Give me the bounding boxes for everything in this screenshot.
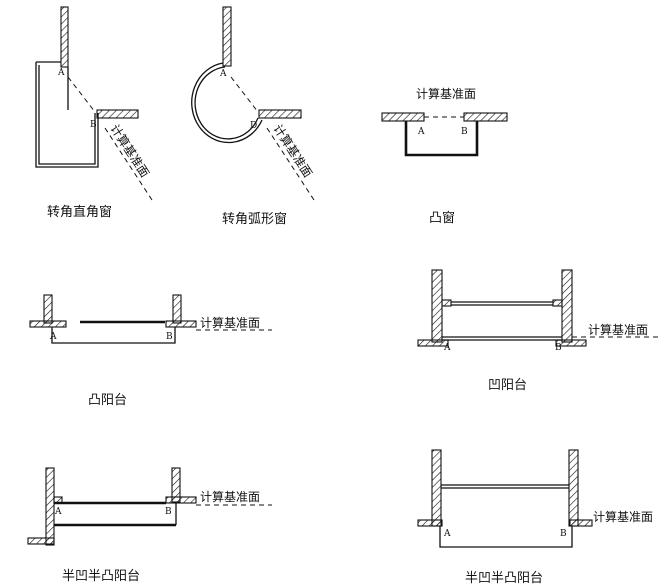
semi-recessed-balcony-right-diagram: 计算基准面 A B 半凹半凸阳台 [417,449,653,586]
window-outline [35,61,99,168]
protruding-balcony-diagram: 计算基准面 A B 凸阳台 [29,294,272,408]
arc-window-outer [191,62,263,144]
window-outline [404,121,479,157]
wall-vertical [222,6,232,67]
point-a-label: A [443,343,451,353]
bay-window-diagram: 计算基准面 A B 凸窗 [381,86,508,226]
wall-left-base [27,537,55,545]
point-a-label: A [417,127,425,137]
reference-line [67,76,96,113]
wall-right-base [555,339,587,347]
point-d-label: D [250,121,257,131]
window-line [451,301,553,306]
point-a-label: A [443,529,451,539]
caption: 凸窗 [429,210,455,226]
point-b-label: B [165,507,172,517]
window-line [441,484,569,489]
wall-horizontal [258,109,302,119]
caption: 转角直角窗 [47,204,112,220]
point-a-label: A [57,68,65,78]
wall-left [43,294,53,324]
caption: 转角弧形窗 [222,211,287,227]
semi-recessed-balcony-left-diagram: 计算基准面 A B 半凹半凸阳台 [27,467,272,584]
wall-right-base [165,496,197,504]
balcony-edge [442,336,562,341]
point-b-label: B [555,343,562,353]
wall-right [463,112,508,122]
wall-left [431,449,442,527]
caption: 半凹半凸阳台 [62,569,140,584]
point-b-label: B [90,120,97,130]
reference-line [230,76,259,113]
wall-right [561,269,573,343]
caption: 半凹半凸阳台 [465,571,543,586]
wall-left [381,112,425,122]
balcony-outline [439,526,573,548]
reference-plane-label: 计算基准面 [593,509,653,524]
reference-plane-label: 计算基准面 [200,489,260,504]
reference-plane-label: 计算基准面 [416,86,476,101]
corner-right-angle-window-diagram: A B 计算基准面 转角直角窗 [35,6,153,220]
wall-right-base [569,519,593,527]
wall-right [568,449,579,527]
corner-arc-window-diagram: A D 计算基准面 转角弧形窗 [191,6,316,227]
recessed-balcony-diagram: 计算基准面 A B 凹阳台 [417,269,660,393]
point-b-label: B [166,332,173,342]
caption: 凸阳台 [88,393,127,408]
reference-plane-label: 计算基准面 [200,315,260,330]
wall-horizontal [96,109,139,119]
wall-left [45,467,55,546]
reference-plane-label: 计算基准面 [270,121,315,180]
point-a-label: A [49,332,57,342]
caption: 凹阳台 [488,378,527,393]
arc-window-inner [194,66,259,140]
sill-right [552,299,563,307]
balcony-outline [51,327,176,344]
wall-vertical [60,6,69,68]
wall-left-base [417,519,443,527]
wall-right [172,294,182,324]
wall-left-base [417,339,449,347]
wall-left [431,269,443,343]
reference-plane-label: 计算基准面 [107,121,152,180]
point-a-label: A [54,507,62,517]
point-a-label: A [219,69,227,79]
wall-right-base [165,320,197,328]
point-b-label: B [461,127,468,137]
reference-plane-label: 计算基准面 [588,322,648,337]
point-b-label: B [560,529,567,539]
sill-left [441,299,452,307]
wall-left-base [29,320,67,328]
